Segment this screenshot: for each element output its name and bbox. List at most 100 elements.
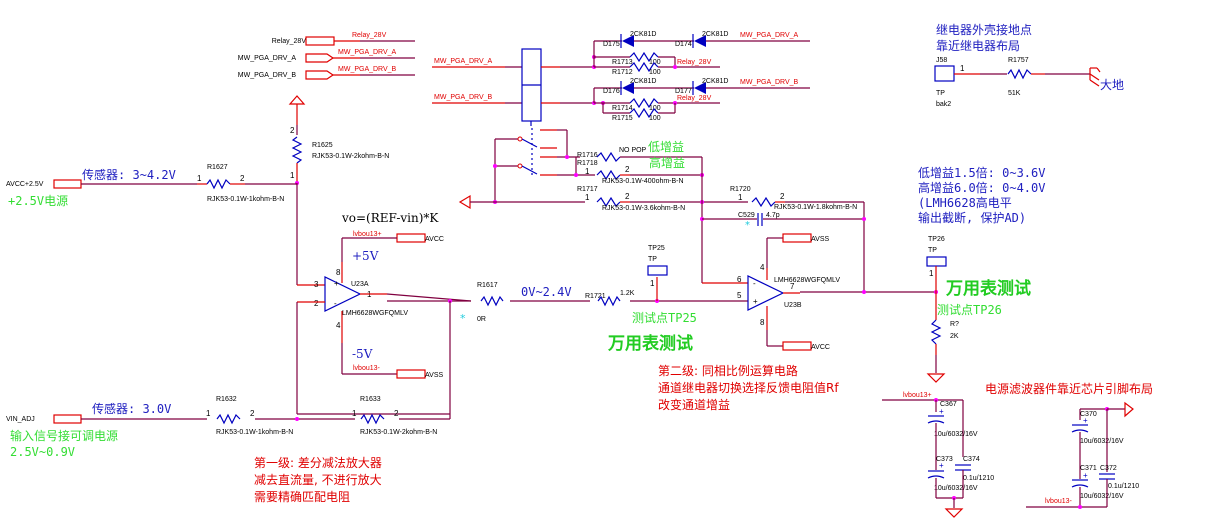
value-label: 4.7p [766,212,780,219]
net-label: Relay_28V [352,32,387,39]
svg-text:1: 1 [585,167,590,176]
resistor-r-unknown: R? 2K [930,319,959,345]
ref-label: D174 [675,41,692,48]
ref-label: TP26 [928,236,945,243]
resistor-r1625: 2 1 R1625 RJK53-0.1W-2kohm-B-N [290,126,389,180]
svg-text:-: - [334,299,337,308]
value-label: 100 [649,115,661,122]
ref-label: U23B [784,302,802,309]
note-stage2-title: 第二级: 同相比例运算电路 [658,363,798,378]
note-sensor-42: 传感器: 3~4.2V [82,167,176,182]
svg-text:1: 1 [960,64,965,73]
ground-icon [926,373,946,383]
port-pga-a: MW_PGA_DRV_A MW_PGA_DRV_A [238,49,415,63]
port-label: AVSS [811,236,829,243]
note-stage1-title: 第一级: 差分减法放大器 [254,455,382,470]
svg-text:3: 3 [314,280,319,289]
svg-text:+: + [334,279,339,288]
svg-text:2: 2 [625,165,630,174]
resistor-r1712: R1712 [612,69,633,76]
ref-label: R1632 [216,396,237,403]
ref-label: C529 [738,212,755,219]
net-label: MW_PGA_DRV_A [338,49,397,56]
resistor-r1713: R1713 [612,59,633,66]
value-label: RJK53-0.1W-3.6kohm-B-N [602,205,685,212]
testpoint-tp25: TP25 TP 1 [647,245,668,288]
note-plus25: +2.5V电源 [8,194,68,208]
resistor-r1627: R1627 1 2 RJK53-0.1W-1kohm-B-N [197,164,284,203]
value-label: 100 [649,59,661,66]
resistor-r1617: R1617 0R [477,282,504,323]
value-label: TP [928,247,937,254]
value-label: RJK53-0.1W-400ohm-B-N [602,178,684,185]
note-tp26: 测试点TP26 [937,302,1002,317]
value-label: 0.1u/1210 [1108,483,1139,490]
net-label: MW_PGA_DRV_A [434,58,493,65]
resistor-r1716: R1716 NO POP [577,147,647,163]
svg-text:1: 1 [206,409,211,418]
note-minus5: -5V [352,347,373,361]
ref-label: C371 [1080,465,1097,472]
ref-label: C374 [963,456,980,463]
port-label: AVCC+2.5V [6,181,44,188]
ref-label: R1716 [577,152,598,159]
value-label: RJK53-0.1W-1kohm-B-N [207,196,284,203]
value-label: 10u/6032/16V [1080,493,1124,500]
svg-text:1: 1 [290,171,295,180]
value-label: 2CK81D [630,31,656,38]
ref-label: D175 [603,41,620,48]
value-label: 0.1u/1210 [963,475,994,482]
net-label: MW_PGA_DRV_A [740,32,799,39]
svg-text:4: 4 [336,321,341,330]
connector-j58: J58 1 TP bak2 [934,57,965,108]
net-label: MW_PGA_DRV_B [338,66,397,73]
svg-text:2: 2 [780,192,785,201]
value-label: 2CK81D [702,78,728,85]
ref-label: R1757 [1008,57,1029,64]
note-gain-1: 低增益1.5倍: 0~3.6V [918,165,1045,180]
ref-label: C370 [1080,411,1097,418]
net-label: lvbou13- [1045,498,1073,505]
power-arrow-icon [288,95,306,105]
value-label: NO POP [619,147,647,154]
resistor-r1715: R1715 [612,115,633,122]
resistor-r1633: R1633 1 2 RJK53-0.1W-2kohm-B-N [352,396,437,436]
note-gain-2: 高增益6.0倍: 0~4.0V [918,180,1045,195]
svg-text:1: 1 [929,269,934,278]
value-label: 10u/6032/16V [1080,438,1124,445]
capacitor-c372: C372 0.1u/1210 [1099,465,1139,490]
ref-label: D177 [675,88,692,95]
ref-label: TP25 [648,245,665,252]
note-gain-3: (LMH6628高电平 [918,195,1012,210]
value-label: LMH6628WGFQMLV [342,310,408,317]
ref-label: R1633 [360,396,381,403]
ref-label: R1617 [477,282,498,289]
port-label: AVCC [811,344,830,351]
note-earth: 大地 [1100,78,1124,92]
note-formula: vo=(REF-vin)*K [341,211,439,225]
note-input-adj: 输入信号接可调电源 [10,428,118,443]
resistor-r1720: R1720 1 2 RJK53-0.1W-1.8kohm-B-N [730,186,857,211]
svg-text:*: * [745,220,750,231]
value-label: 2CK81D [702,31,728,38]
capacitor-c529: C529 4.7p [738,212,780,226]
port-vin-adj [53,414,82,424]
port-label: AVSS [425,372,443,379]
value-label: 100 [649,69,661,76]
note-stage2-line3: 改变通道增益 [658,397,730,412]
svg-text:+: + [1083,416,1088,425]
earth-ground-icon [1089,67,1101,87]
svg-text:2: 2 [250,409,255,418]
svg-text:1: 1 [585,193,590,202]
note-stage1-line2: 减去直流量, 不进行放大 [254,472,382,487]
value-label: RJK53-0.1W-2kohm-B-N [360,429,437,436]
ref-label: R1625 [312,142,333,149]
svg-text:4: 4 [760,263,765,272]
value-label: 2K [950,333,959,340]
port-avss-u23a [396,369,426,379]
note-stage2-line2: 通道继电器切换选择反馈电阻值Rf [658,380,839,395]
note-high-gain: 高增益 [649,155,685,170]
net-label: MW_PGA_DRV_B [434,94,493,101]
value-label: 10u/6032/16V [934,485,978,492]
